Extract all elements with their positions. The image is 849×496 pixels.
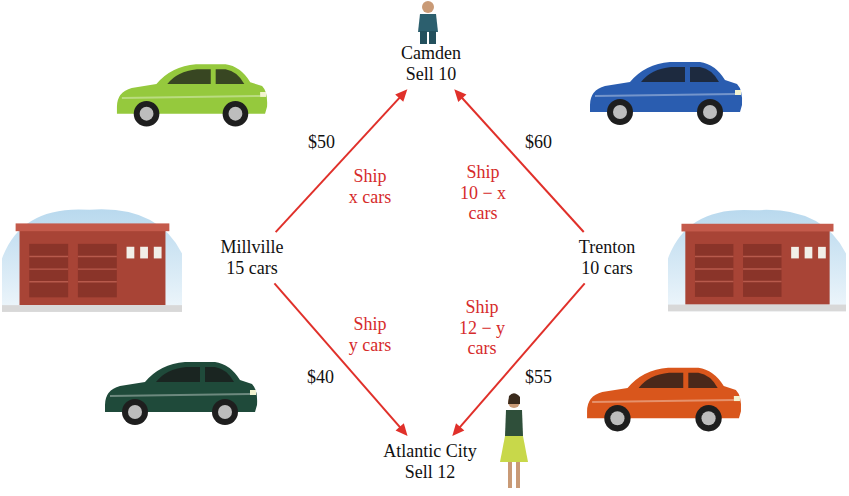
place-label: Millville 15 cars bbox=[211, 235, 293, 280]
car-picture bbox=[105, 62, 742, 431]
place-text: Trenton 10 cars bbox=[568, 237, 646, 278]
arrowhead bbox=[452, 423, 464, 436]
warehouse-picture bbox=[2, 209, 846, 312]
shipment-label: Ship 12 − y cars bbox=[455, 297, 509, 359]
place-label: Atlantic City Sell 12 bbox=[371, 439, 489, 484]
arrowhead bbox=[454, 89, 466, 102]
place-text: Atlantic City Sell 12 bbox=[373, 441, 487, 482]
shipping-cost: $60 bbox=[525, 132, 552, 153]
salesman-figure bbox=[418, 1, 438, 44]
shipping-cost: $55 bbox=[525, 367, 552, 388]
shipping-arrow bbox=[276, 95, 402, 232]
shipment-label: Ship y cars bbox=[348, 314, 392, 355]
shipping-cost: $50 bbox=[308, 132, 335, 153]
place-text: Camden Sell 10 bbox=[392, 43, 470, 84]
place-label: Trenton 10 cars bbox=[566, 235, 648, 280]
shipping-arrow bbox=[274, 283, 402, 430]
saleswoman-figure bbox=[500, 393, 528, 488]
place-text: Millville 15 cars bbox=[213, 237, 291, 278]
shipment-label: Ship x cars bbox=[348, 166, 392, 207]
arrowhead bbox=[396, 423, 408, 436]
shipment-label: Ship 10 − x cars bbox=[456, 162, 510, 224]
arrowhead bbox=[395, 89, 407, 102]
shipping-cost: $40 bbox=[307, 367, 334, 388]
place-label: Camden Sell 10 bbox=[390, 41, 472, 86]
